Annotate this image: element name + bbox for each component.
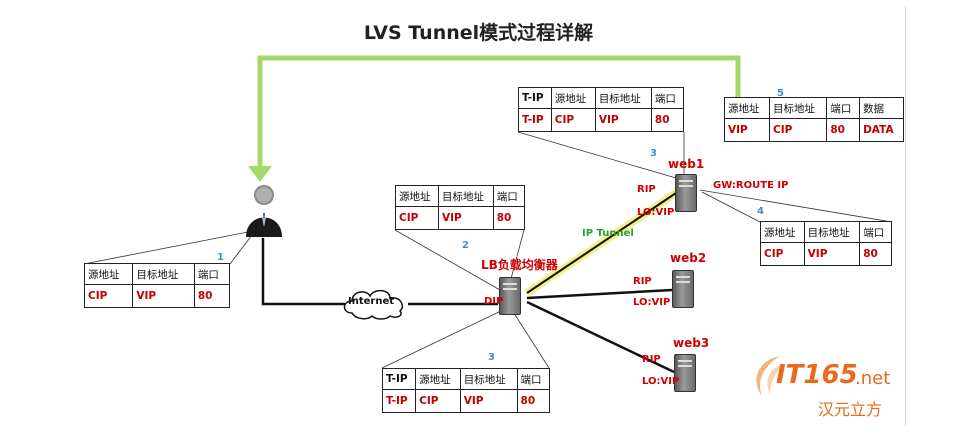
t3bot-value-port: 80 [516,389,551,413]
t5-value-port: 80 [826,118,861,142]
t3bot-value-src: CIP [415,389,461,413]
step-1-number: 1 [217,252,224,263]
lb-dip-label: DIP [484,296,504,307]
t1-value-src: CIP [83,284,134,308]
t3top-header-src: 源地址 [550,87,596,109]
web1-gw-label: GW:ROUTE IP [713,180,789,191]
t2-value-dst: VIP [438,206,494,230]
lb-web1-link [526,192,677,294]
t1-value-dst: VIP [132,284,195,308]
t3top-value-dst: VIP [594,108,652,132]
t3bot-header-src: 源地址 [415,368,461,390]
web1-server-icon [675,174,697,212]
step-3-bottom-number: 3 [488,352,495,363]
t1-value-port: 80 [193,284,231,308]
t2-value-src: CIP [395,206,439,230]
t5-header-data: 数据 [859,97,904,119]
t2-header-src: 源地址 [395,185,439,207]
lb-web3-link [526,300,675,374]
watermark-net: .net [855,368,891,389]
return-arrowhead [248,166,272,182]
web3-server-icon [674,354,696,392]
packet-table-3-bottom: T-IP 源地址 目标地址 端口 T-IP CIP VIP 80 [381,368,551,413]
t4-value-port: 80 [859,242,892,266]
step-5-number: 5 [777,88,784,99]
packet-table-1: 源地址 目标地址 端口 CIP VIP 80 [83,263,231,308]
web2-server-icon [672,270,694,308]
t4-header-dst: 目标地址 [803,221,861,243]
web1-label: web1 [668,157,705,171]
t4-header-src: 源地址 [760,221,805,243]
packet-table-3-top: T-IP 源地址 目标地址 端口 T-IP CIP VIP 80 [518,87,685,132]
lb-label: LB负载均衡器 [481,258,558,272]
right-border-line [905,6,906,426]
step-2-number: 2 [462,240,469,251]
watermark-logo: IT165 [776,360,858,390]
step-3-top-number: 3 [650,148,657,159]
lb-server-icon [499,277,521,315]
t4-header-port: 端口 [859,221,892,243]
web3-label: web3 [673,336,710,350]
t5-header-port: 端口 [826,97,861,119]
web3-rip-label: RIP [642,354,661,365]
internet-label: Internet [348,296,395,307]
watermark-cn: 汉元立方 [818,400,883,419]
t3top-value-src: CIP [550,108,596,132]
t3top-value-tip: T-IP [518,108,552,132]
lb-web2-link [526,288,673,300]
step-4-number: 4 [757,206,764,217]
t2-value-port: 80 [492,206,526,230]
client-link [261,238,345,306]
t3bot-header-port: 端口 [516,368,551,390]
t3bot-header-dst: 目标地址 [459,368,518,390]
t1-header-dst: 目标地址 [132,263,195,285]
t5-header-dst: 目标地址 [769,97,828,119]
return-arrow [257,55,741,170]
diagram-title: LVS Tunnel模式过程详解 [363,22,594,44]
ip-tunnel-label: IP Tunnel [582,228,634,239]
t3top-header-dst: 目标地址 [594,87,652,109]
t3bot-value-dst: VIP [459,389,518,413]
t3top-header-tip: T-IP [518,87,552,109]
packet-table-5: 源地址 目标地址 端口 数据 VIP CIP 80 DATA [723,97,904,142]
web1-lo-label: LO:VIP [637,207,675,218]
t3top-header-port: 端口 [650,87,685,109]
t5-value-src: VIP [723,118,771,142]
web1-rip-label: RIP [637,184,656,195]
watermark-swoosh-icon [756,356,784,396]
t4-value-src: CIP [760,242,805,266]
t5-value-dst: CIP [769,118,828,142]
t2-header-dst: 目标地址 [438,185,494,207]
t1-header-src: 源地址 [83,263,134,285]
t5-header-src: 源地址 [723,97,771,119]
client-user-icon [246,185,282,237]
t1-header-port: 端口 [193,263,231,285]
web3-lo-label: LO:VIP [642,376,680,387]
t5-value-data: DATA [859,118,904,142]
web2-lo-label: LO:VIP [633,297,671,308]
t3top-value-port: 80 [650,108,685,132]
t3bot-header-tip: T-IP [381,368,417,390]
t2-header-port: 端口 [492,185,526,207]
t3bot-value-tip: T-IP [381,389,417,413]
packet-table-2: 源地址 目标地址 端口 CIP VIP 80 [395,185,526,230]
web2-rip-label: RIP [633,276,652,287]
t4-value-dst: VIP [803,242,861,266]
web2-label: web2 [670,251,707,265]
internet-cloud-icon [343,289,404,320]
packet-table-4: 源地址 目标地址 端口 CIP VIP 80 [760,221,892,266]
